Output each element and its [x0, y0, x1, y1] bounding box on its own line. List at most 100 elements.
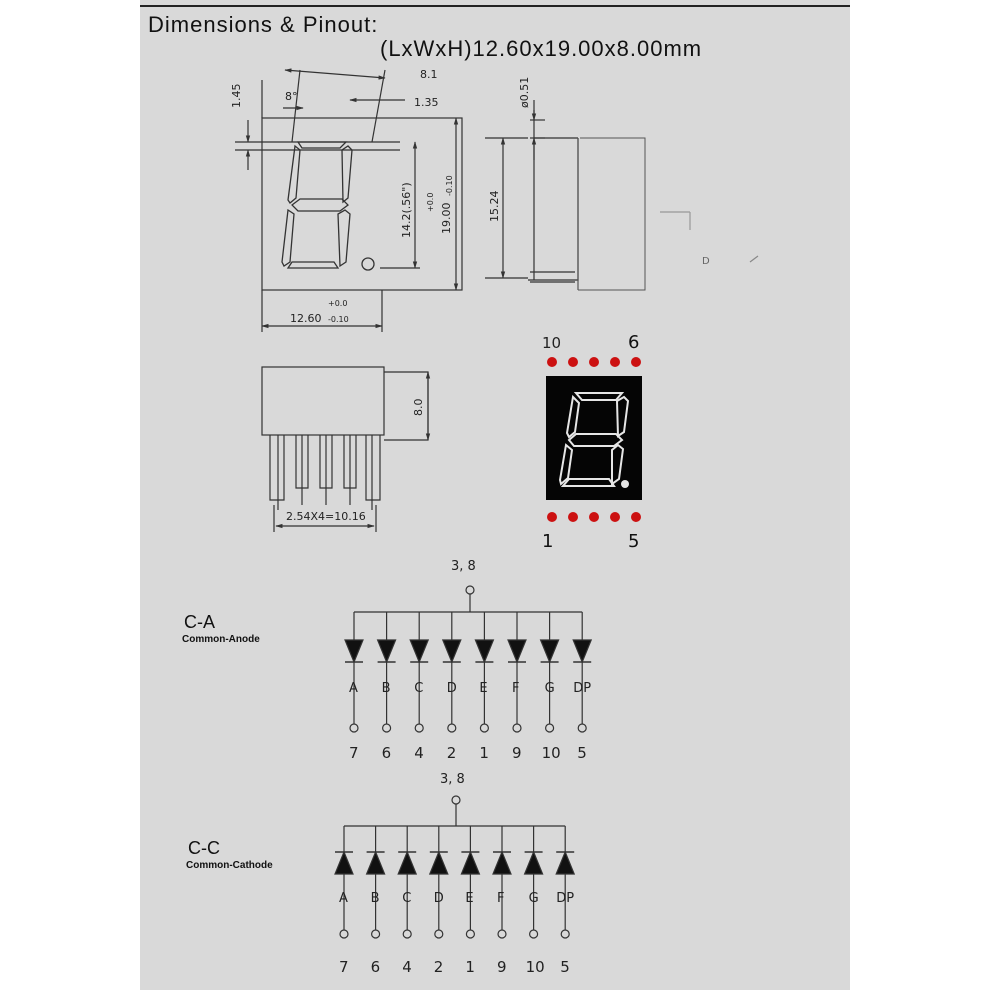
front-view: [235, 68, 463, 332]
segment-label: B: [382, 681, 391, 696]
pin-number: 1: [479, 744, 489, 762]
dim-segment-offset: 1.35: [414, 96, 439, 109]
diode-f: [507, 639, 527, 664]
diode-a: [344, 639, 364, 664]
segment-label: G: [545, 681, 555, 696]
dim-height-tol-minus: -0.10: [445, 175, 454, 196]
pin-label-top-left: 10: [542, 334, 561, 352]
pin-dot-3: [589, 512, 599, 522]
segment-label: G: [529, 891, 539, 906]
segment-label: A: [349, 681, 358, 696]
dim-pin-diameter: ø0.51: [518, 77, 531, 108]
dim-segment-pitch: 8.1: [420, 68, 438, 81]
diode-a: [334, 850, 354, 875]
dim-width: 12.60: [290, 312, 322, 325]
pin-terminal: [349, 723, 359, 733]
diode-g: [523, 850, 544, 875]
pin-number: 10: [526, 958, 545, 976]
segment-label: C: [414, 681, 423, 696]
diode-c: [409, 639, 430, 664]
datasheet-panel: [140, 0, 850, 990]
pin-number: 7: [349, 744, 359, 762]
segment-label: B: [371, 891, 380, 906]
pin-terminal: [382, 723, 392, 733]
front-view-labels: 8.1 8° 1.35 1.45 14.2(.56") +0.0 19.00 -…: [230, 68, 454, 325]
segment-label: DP: [556, 891, 574, 906]
cc-name: Common-Cathode: [186, 860, 273, 871]
pin-number: 6: [382, 744, 392, 762]
pin-dot-7: [610, 357, 620, 367]
diode-c: [397, 850, 418, 875]
pin-terminal: [414, 723, 424, 733]
pin-number: 5: [560, 958, 570, 976]
pin-terminal: [434, 929, 444, 939]
pin-terminal: [402, 929, 412, 939]
common-terminal: [465, 585, 475, 595]
diode-d: [441, 639, 462, 664]
diode-e: [474, 639, 495, 664]
dim-height: 19.00: [440, 203, 453, 235]
pin-label-bottom-right: 5: [628, 531, 639, 552]
pin-terminal: [560, 929, 570, 939]
pin-number: 2: [434, 958, 444, 976]
pin-number: 7: [339, 958, 349, 976]
cc-common-pin: 3, 8: [440, 772, 465, 787]
pin-terminal: [544, 723, 555, 733]
pin-dot-6: [631, 357, 641, 367]
pin-terminal: [447, 723, 457, 733]
page-title: Dimensions & Pinout:: [148, 12, 379, 37]
pin-number: 10: [542, 744, 561, 762]
diode-dp: [555, 850, 576, 875]
decimal-point: [621, 480, 629, 488]
ca-code: C-A: [184, 612, 215, 632]
dim-height-tol-plus: +0.0: [426, 193, 435, 212]
package-size: (LxWxH)12.60x19.00x8.00mm: [380, 36, 703, 61]
pin-number: 1: [465, 958, 475, 976]
pin-dot-9: [568, 357, 578, 367]
pin-dot-10: [547, 357, 557, 367]
top-rule: [140, 5, 850, 7]
bottom-pin-row: [547, 512, 641, 522]
pin-terminal: [465, 929, 475, 939]
pin-terminal: [577, 723, 587, 733]
pin-terminal: [528, 929, 539, 939]
top-pin-row: [547, 357, 641, 367]
diode-g: [539, 639, 560, 664]
pin-number: 2: [447, 744, 457, 762]
cc-code: C-C: [188, 838, 220, 858]
bottom-view: [261, 366, 431, 532]
diode-b: [365, 850, 386, 875]
dim-angle: 8°: [285, 90, 298, 103]
diode-e: [460, 850, 481, 875]
ca-name: Common-Anode: [182, 634, 260, 645]
common-terminal: [451, 795, 461, 805]
dim-pin-span: 2.54X4=10.16: [286, 510, 366, 523]
pin-dot-2: [568, 512, 578, 522]
segment-label: F: [512, 681, 519, 696]
segment-label: D: [447, 681, 457, 696]
side-view: [485, 100, 759, 291]
segment-label: DP: [573, 681, 591, 696]
segment-label: E: [465, 891, 473, 906]
dim-depth: 8.0: [412, 399, 425, 417]
side-mark: D: [702, 256, 710, 267]
pin-dot-5: [631, 512, 641, 522]
digit-outline: [281, 141, 375, 271]
pin-number: 9: [497, 958, 507, 976]
pin-terminal: [512, 723, 522, 733]
segment-label: D: [434, 891, 444, 906]
bottom-body-outline: [261, 366, 385, 436]
pin-number: 5: [577, 744, 587, 762]
pin-terminal: [339, 929, 349, 939]
front-body-outline: [261, 117, 463, 291]
diode-d: [428, 850, 449, 875]
diode-dp: [572, 639, 593, 664]
pin-dot-4: [610, 512, 620, 522]
dim-row-spacing: 15.24: [488, 191, 501, 223]
dim-width-tol-plus: +0.0: [328, 299, 347, 308]
segment-label: A: [339, 891, 348, 906]
pinout-display: 10 6 1 5: [542, 332, 642, 552]
pin-number: 9: [512, 744, 522, 762]
ca-common-pin: 3, 8: [451, 559, 476, 574]
